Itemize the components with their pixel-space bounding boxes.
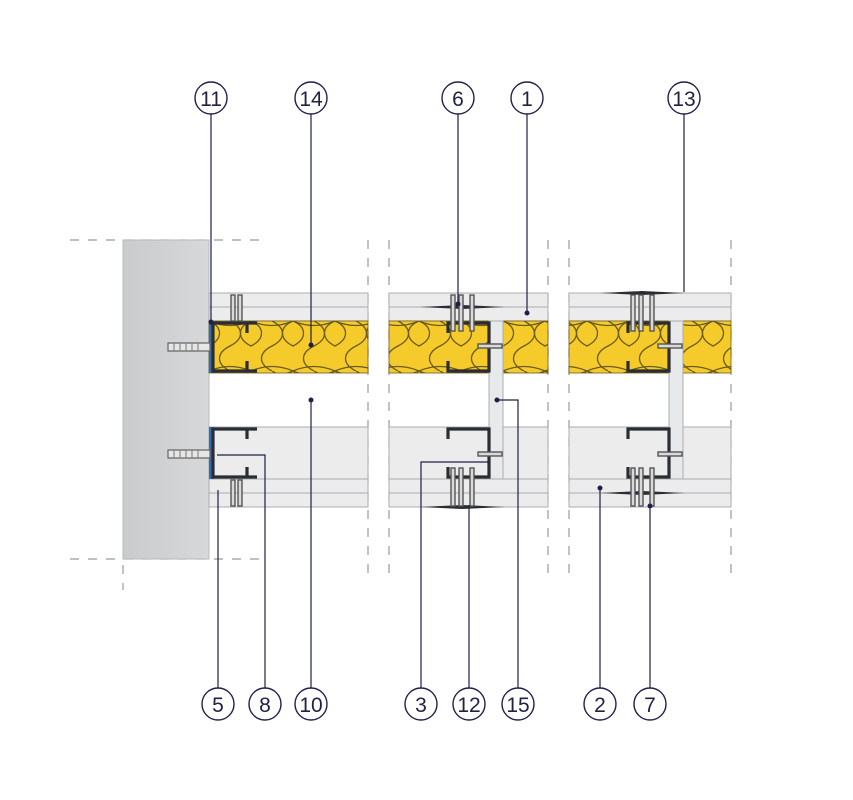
callout-3: 3 — [404, 687, 438, 721]
svg-text:10: 10 — [299, 694, 322, 717]
svg-text:7: 7 — [644, 694, 656, 717]
svg-text:6: 6 — [452, 88, 464, 111]
wall-anchors — [167, 342, 211, 459]
leader-lines — [210, 114, 685, 689]
callout-10: 10 — [294, 687, 328, 721]
svg-text:2: 2 — [594, 694, 606, 717]
callout-7: 7 — [633, 687, 667, 721]
svg-text:13: 13 — [672, 88, 695, 111]
mineral-wool-insulation — [208, 320, 732, 374]
svg-text:8: 8 — [259, 694, 271, 717]
svg-text:15: 15 — [506, 694, 529, 717]
callout-11: 11 — [194, 81, 228, 115]
callout-15: 15 — [501, 687, 535, 721]
svg-text:1: 1 — [521, 88, 533, 111]
svg-text:5: 5 — [212, 694, 224, 717]
callout-13: 13 — [667, 81, 701, 115]
callout-2: 2 — [583, 687, 617, 721]
leader-dots — [208, 301, 653, 509]
callout-5: 5 — [201, 687, 235, 721]
masonry-wall — [122, 239, 210, 560]
callout-6: 6 — [441, 81, 475, 115]
svg-text:12: 12 — [457, 694, 480, 717]
callouts-bottom: 5 8 10 3 12 15 2 7 — [201, 687, 667, 721]
svg-text:11: 11 — [200, 88, 222, 111]
svg-text:14: 14 — [299, 88, 323, 111]
callout-12: 12 — [452, 687, 486, 721]
board-layers — [208, 292, 732, 508]
svg-text:3: 3 — [415, 694, 427, 717]
callout-8: 8 — [248, 687, 282, 721]
screws — [230, 294, 683, 507]
callout-1: 1 — [510, 81, 544, 115]
callouts-top: 11 14 6 1 13 — [194, 81, 701, 115]
callout-14: 14 — [294, 81, 328, 115]
